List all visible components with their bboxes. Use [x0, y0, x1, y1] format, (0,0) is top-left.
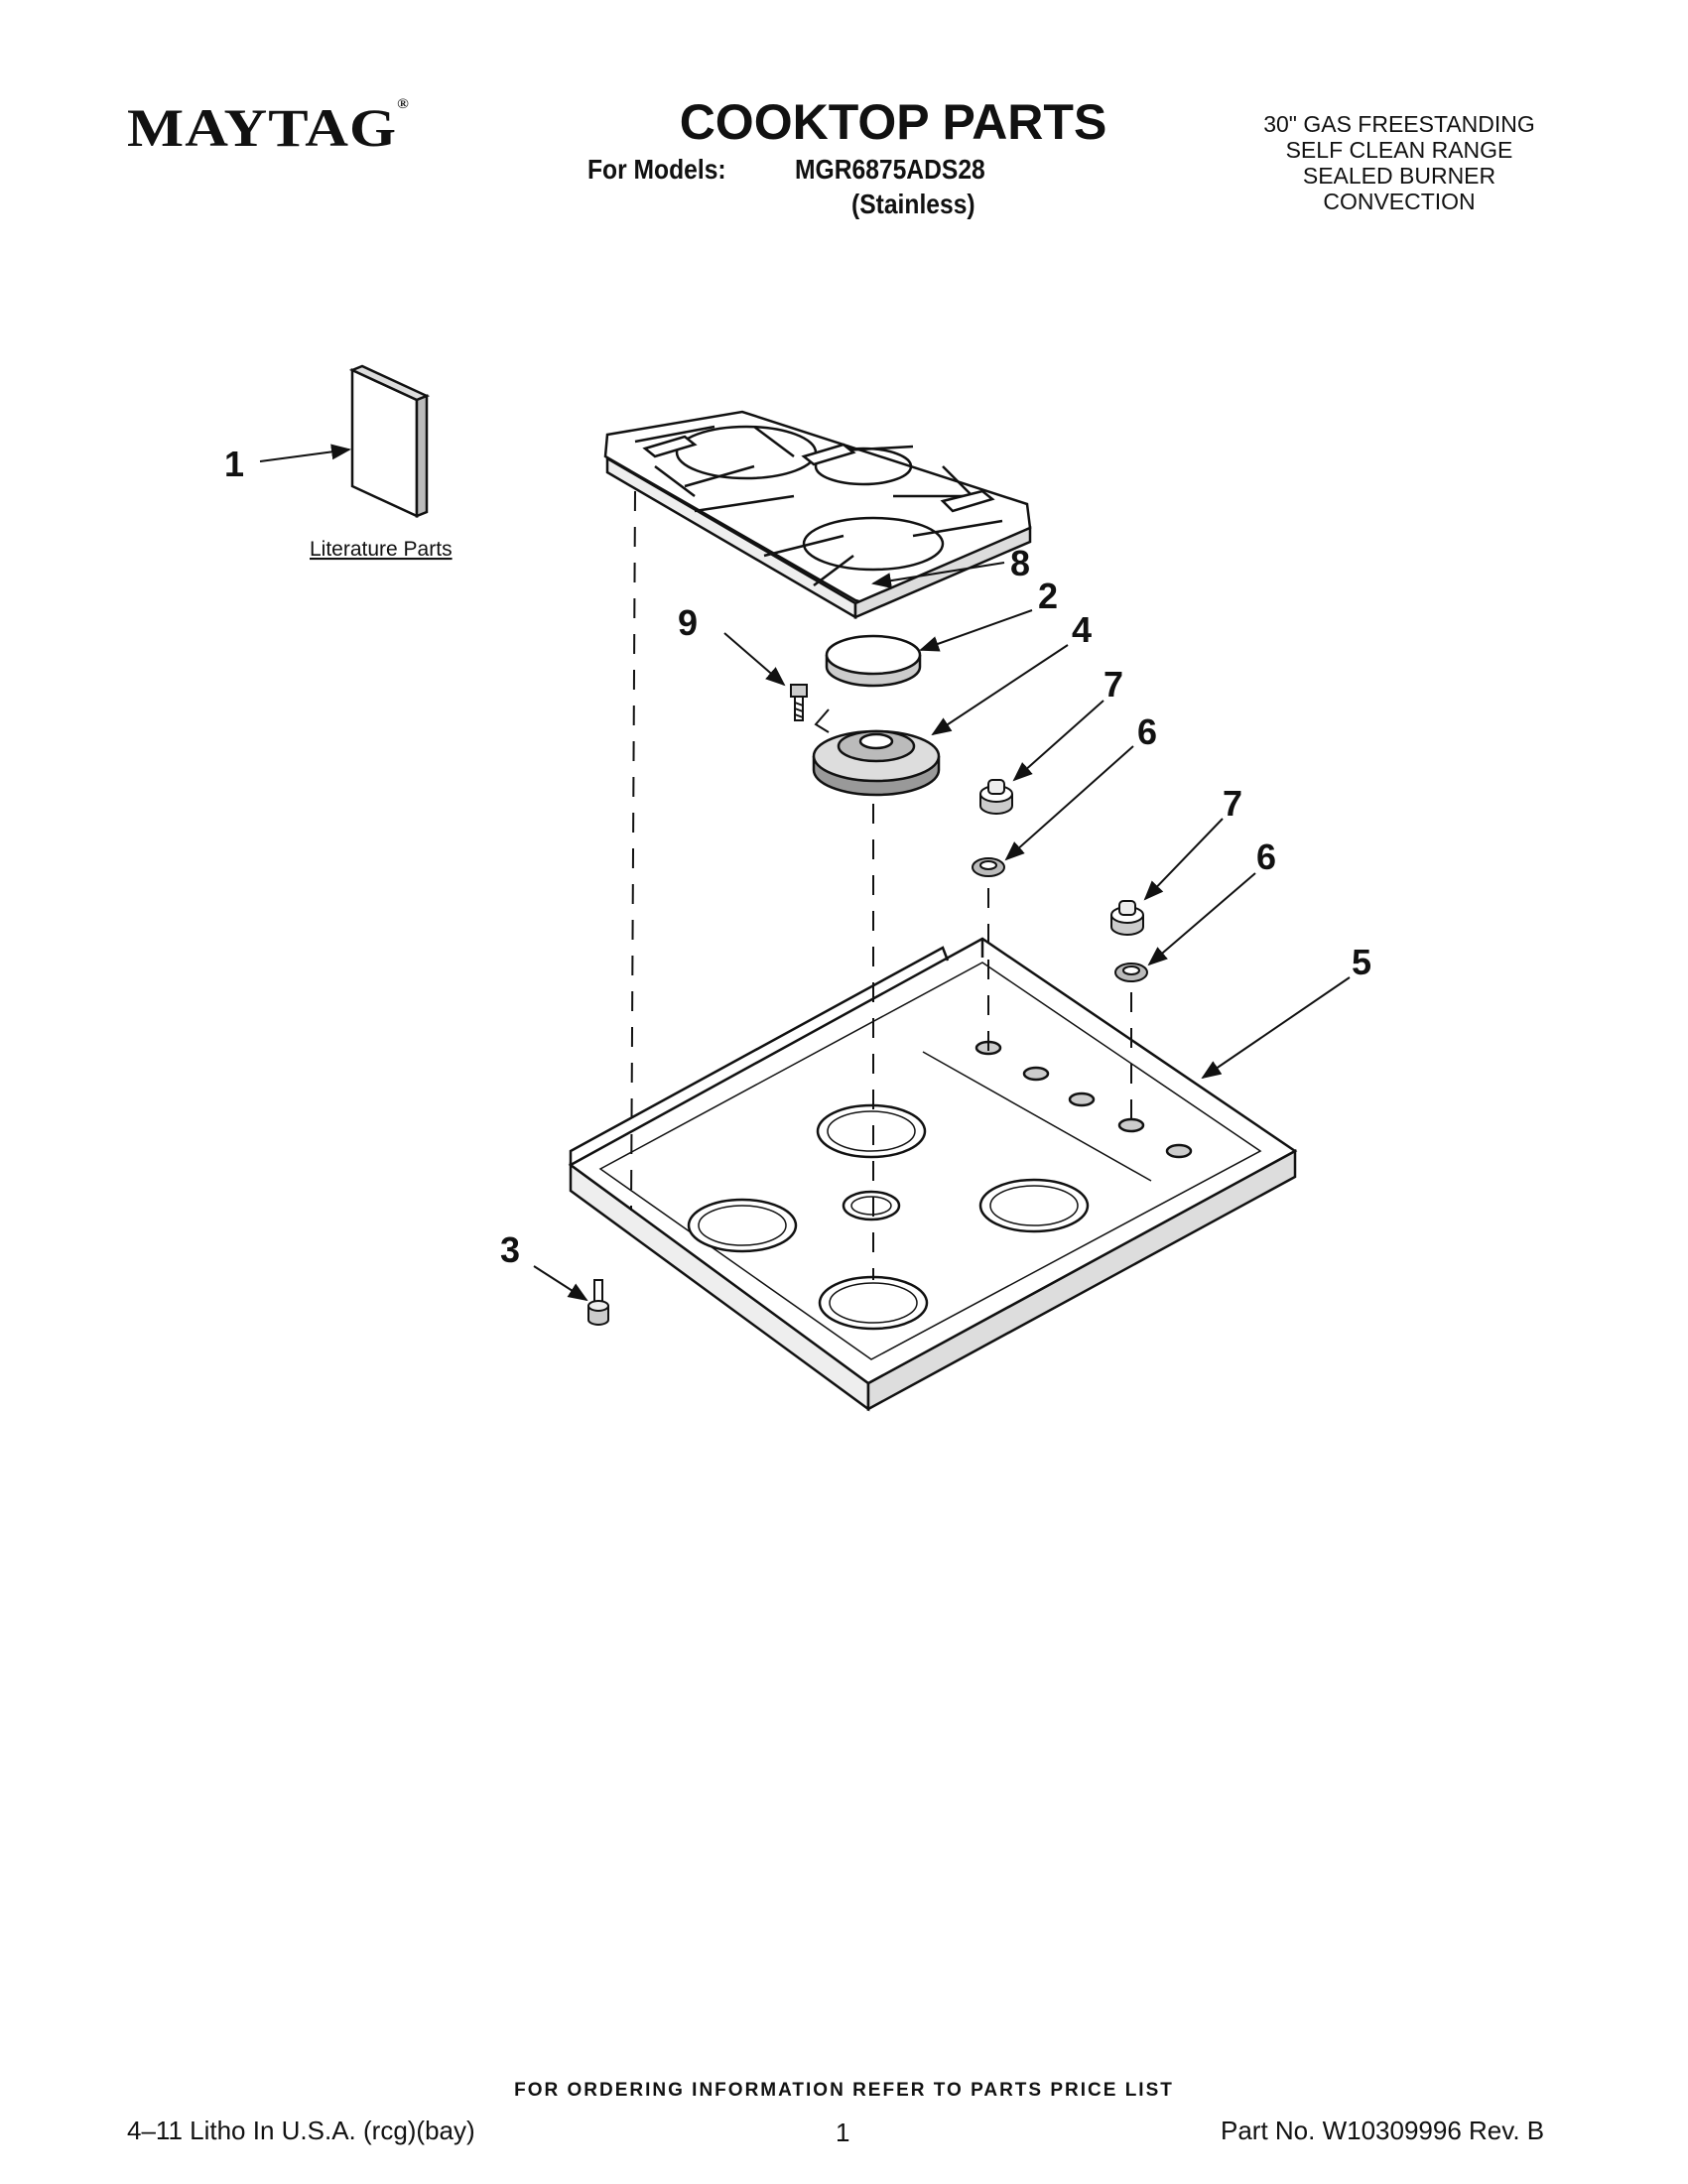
leveling-leg-part: [587, 1279, 609, 1326]
page-title: COOKTOP PARTS: [679, 94, 1107, 150]
models-label: For Models:: [587, 154, 726, 185]
burner-cap-part: [825, 634, 922, 688]
knob-bezel-part: [1114, 963, 1148, 982]
leader-lines: [259, 444, 1351, 1302]
alignment-lines: [630, 490, 1132, 1280]
brand-logo: MAYTAG®: [127, 97, 411, 158]
callout-6: 6: [1137, 711, 1157, 752]
part-number: Part No. W10309996 Rev. B: [1221, 2116, 1545, 2145]
description-line: SELF CLEAN RANGE: [1285, 137, 1513, 163]
callout-2: 2: [1038, 576, 1058, 616]
knob-bezel-part: [972, 857, 1005, 877]
control-knob-part: [1110, 900, 1144, 936]
ordering-note: FOR ORDERING INFORMATION REFER TO PARTS …: [514, 2080, 1174, 2101]
callout-3: 3: [500, 1229, 520, 1270]
model-number: MGR6875ADS28: [795, 154, 985, 185]
model-finish: (Stainless): [851, 189, 975, 219]
callout-4: 4: [1072, 609, 1092, 650]
callout-8: 8: [1010, 543, 1030, 583]
burner-base-part: [812, 729, 941, 797]
screw-part: [790, 684, 830, 733]
literature-booklet-part: [348, 364, 431, 518]
page-number: 1: [836, 2118, 850, 2147]
product-description: 30" GAS FREESTANDING SELF CLEAN RANGE SE…: [1221, 111, 1578, 214]
callout-7: 7: [1223, 783, 1242, 824]
description-line: CONVECTION: [1323, 189, 1476, 214]
description-line: 30" GAS FREESTANDING: [1263, 111, 1535, 137]
callout-7: 7: [1104, 664, 1123, 705]
callout-9: 9: [678, 602, 698, 643]
burner-grate-part: [603, 410, 1032, 620]
main-cooktop-part: [568, 937, 1298, 1412]
litho-info: 4–11 Litho In U.S.A. (rcg)(bay): [127, 2116, 475, 2145]
callout-6: 6: [1256, 836, 1276, 877]
callout-1: 1: [224, 444, 244, 484]
description-line: SEALED BURNER: [1302, 163, 1496, 189]
callout-5: 5: [1352, 942, 1371, 982]
control-knob-part: [979, 779, 1013, 815]
literature-parts-label: Literature Parts: [310, 538, 453, 561]
